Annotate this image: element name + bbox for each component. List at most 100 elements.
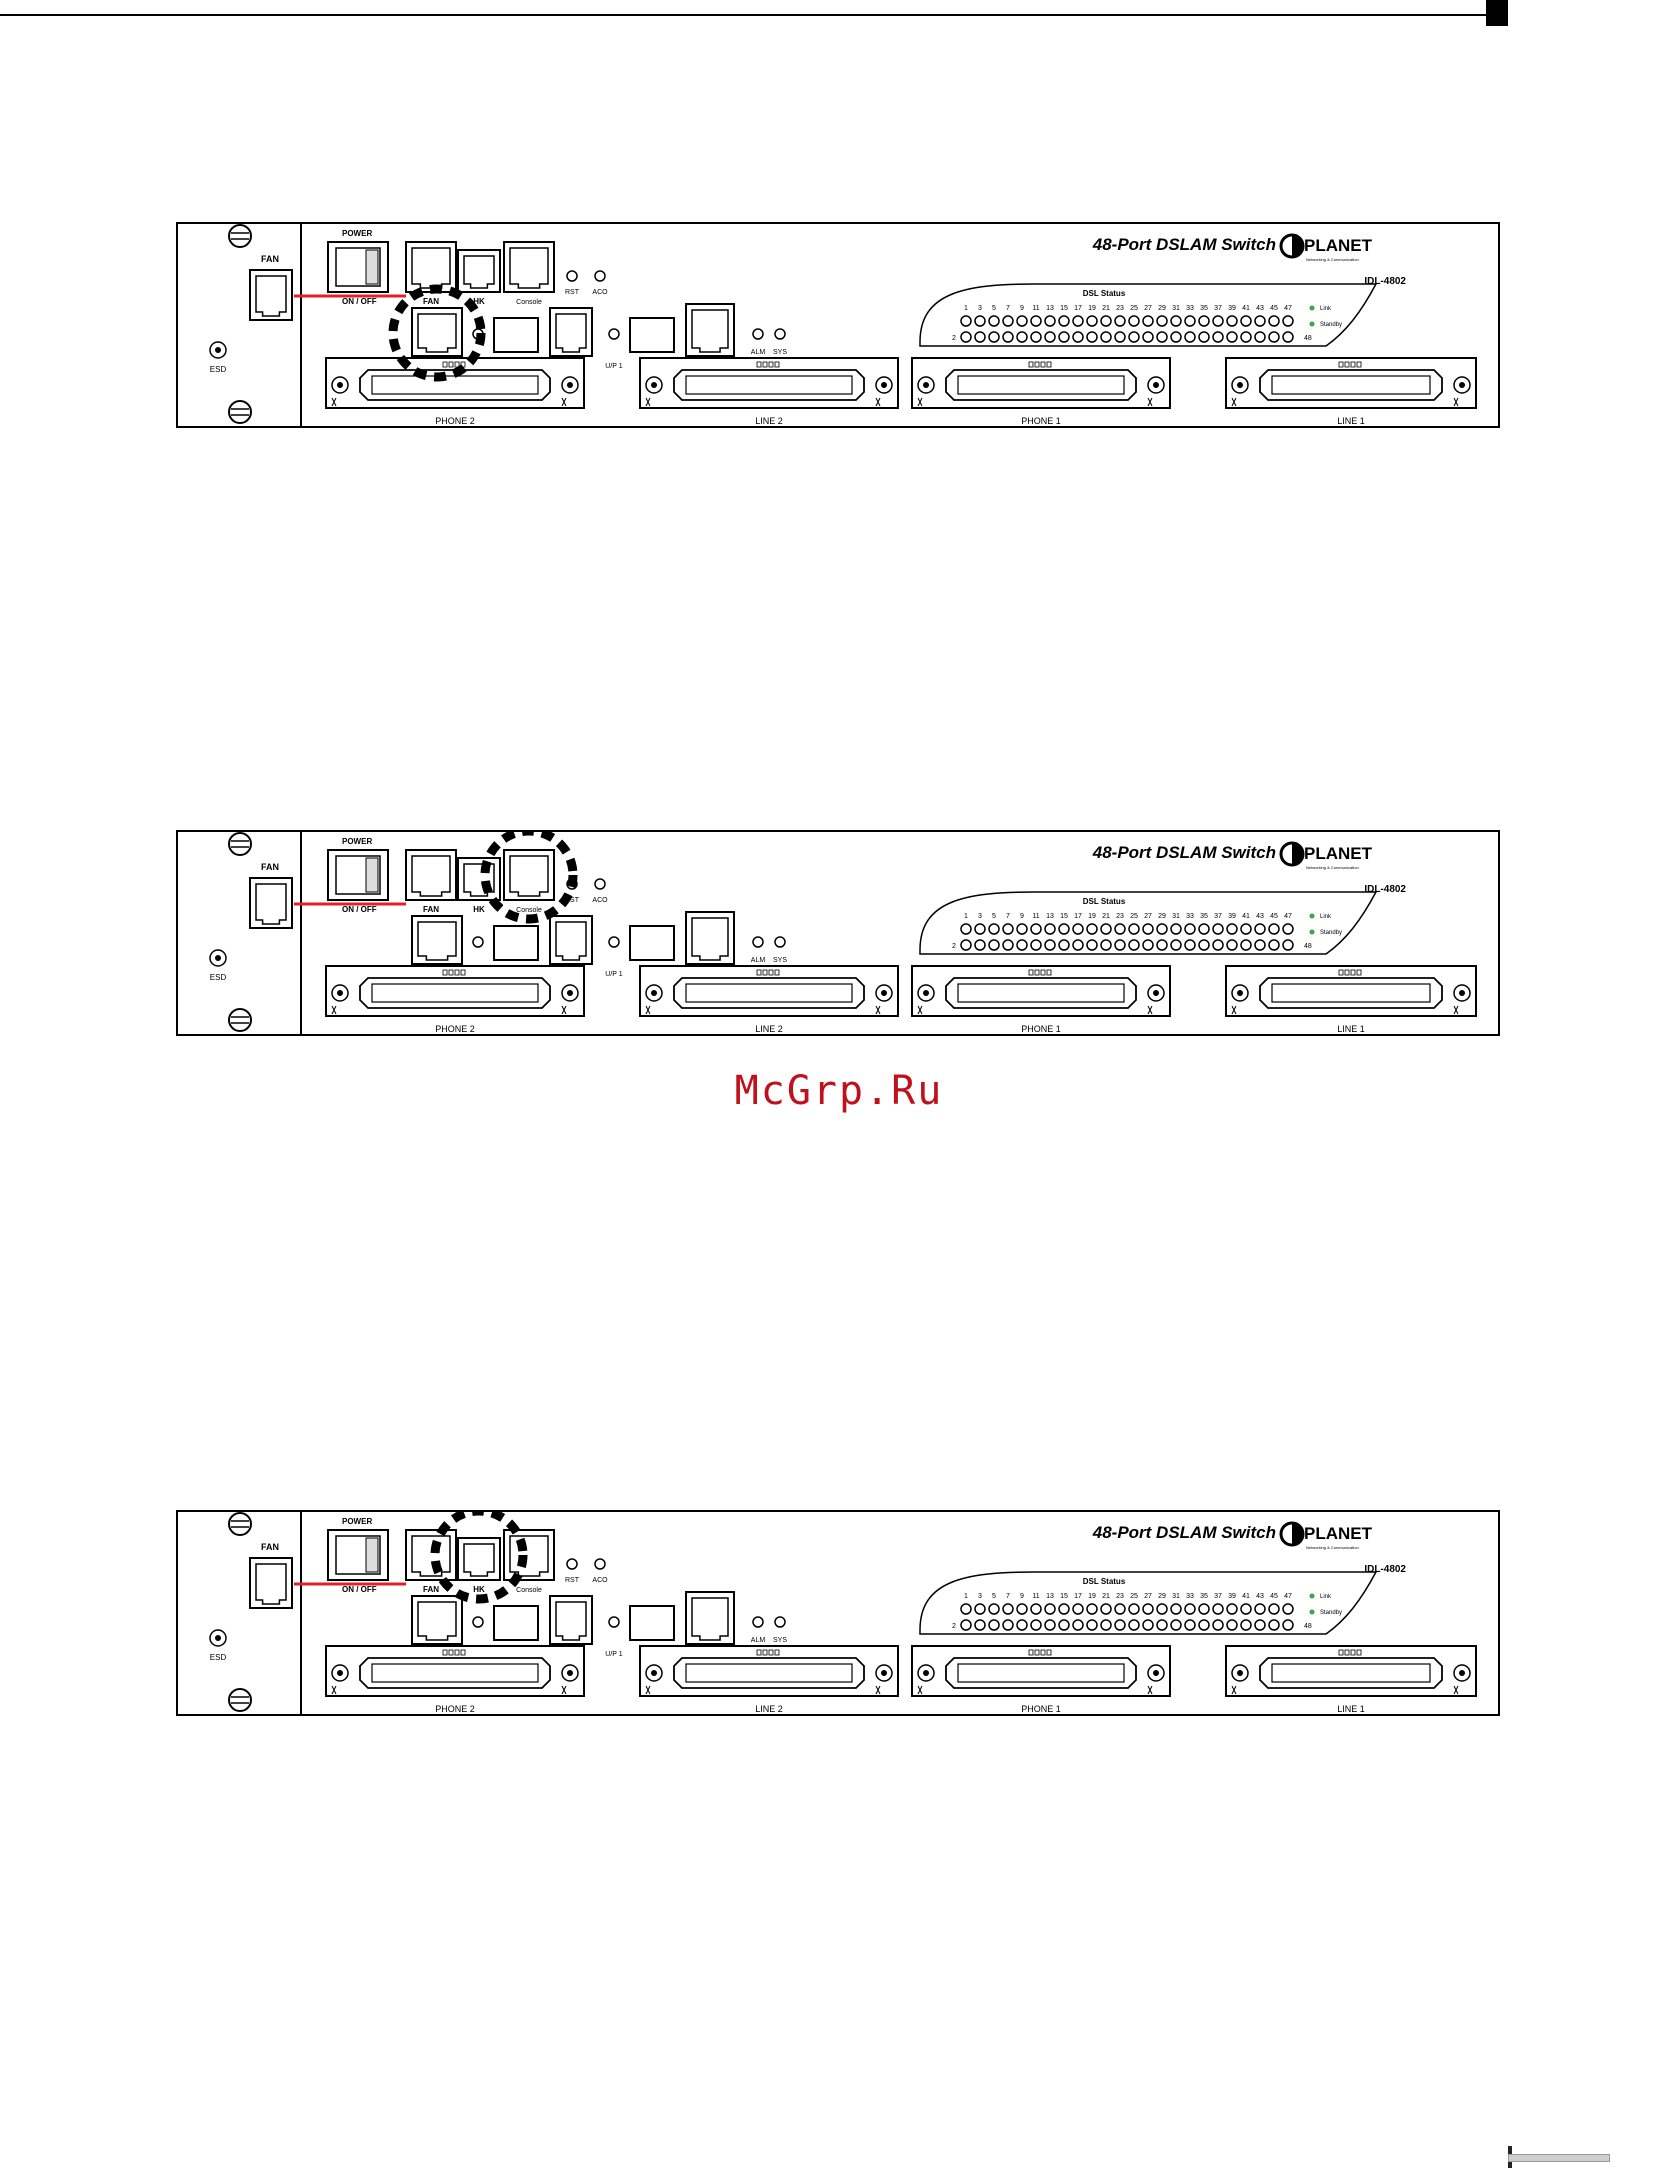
connector-label: LINE 1 (1337, 416, 1365, 426)
dsl-led-even-icon (1156, 1619, 1168, 1631)
dsl-status-label: DSL Status (1083, 1577, 1126, 1586)
dsl-led-even-icon (1030, 939, 1042, 951)
line2-connector: LINE 2 (639, 357, 899, 426)
dsl-port-number: 15 (1060, 1593, 1068, 1600)
dsl-led-even-icon (1170, 331, 1182, 343)
model-number: IDL-4802 (1364, 1564, 1406, 1575)
link-label: Link (1320, 1594, 1332, 1600)
dsl-led-odd-icon (1240, 923, 1252, 935)
dsl-led-odd-icon (1226, 1603, 1238, 1615)
link-led-icon (1309, 1593, 1315, 1599)
line1-connector: LINE 1 (1225, 357, 1477, 426)
brand-tagline: Networking & Communication (1306, 865, 1359, 870)
dsl-led-even-icon (1058, 331, 1070, 343)
dsl-led-odd-icon (988, 923, 1000, 935)
dsl-led-even-icon (1212, 939, 1224, 951)
device-title: 48-Port DSLAM Switch (1092, 843, 1276, 862)
dsl-led-even-icon (1114, 331, 1126, 343)
dsl-led-even-icon (1072, 1619, 1084, 1631)
dsl-led-even-icon (974, 331, 986, 343)
power-switch (327, 1529, 389, 1581)
dsl-port-number: 9 (1020, 1593, 1024, 1600)
sys-led-icon (774, 328, 786, 340)
up1-label: U/P 1 (605, 971, 622, 978)
connector-label: PHONE 1 (1021, 416, 1061, 426)
dsl-port-number: 27 (1144, 305, 1152, 312)
dsl-row-start: 2 (952, 335, 956, 342)
dsl-led-even-icon (1142, 331, 1154, 343)
esd-label: ESD (210, 973, 227, 982)
brand-name: PLANET (1304, 1524, 1373, 1543)
dsl-led-even-icon (988, 1619, 1000, 1631)
dsl-port-number: 11 (1032, 913, 1039, 920)
up1-label: U/P 1 (605, 1651, 622, 1658)
console-label: Console (516, 1587, 542, 1594)
dsl-led-even-icon (1184, 331, 1196, 343)
dsl-led-odd-icon (1254, 315, 1266, 327)
dsl-led-even-icon (1072, 939, 1084, 951)
planet-logo-icon (1279, 1521, 1305, 1547)
dsl-led-even-icon (1044, 1619, 1056, 1631)
dsl-port-number: 31 (1172, 913, 1180, 920)
rst-label: RST (565, 1577, 580, 1584)
alm-label: ALM (751, 349, 766, 356)
dsl-led-even-icon (1268, 1619, 1280, 1631)
dsl-led-even-icon (1226, 1619, 1238, 1631)
dsl-port-number: 23 (1116, 1593, 1124, 1600)
dsl-led-odd-icon (1184, 315, 1196, 327)
link-led-icon (1309, 305, 1315, 311)
dsl-port-number: 23 (1116, 913, 1124, 920)
mgmt-port (411, 307, 463, 357)
dsl-led-odd-icon (974, 1603, 986, 1615)
console-port (503, 849, 555, 901)
dsl-port-number: 1 (964, 305, 968, 312)
dsl-led-even-icon (1212, 331, 1224, 343)
rack-screw-icon (228, 400, 252, 424)
dsl-led-odd-icon (1100, 315, 1112, 327)
dsl-led-odd-icon (1184, 1603, 1196, 1615)
dsl-led-odd-icon (1058, 1603, 1070, 1615)
dsl-port-number: 39 (1228, 1593, 1236, 1600)
uplink1-port (685, 303, 735, 357)
dsl-port-number: 35 (1200, 1593, 1208, 1600)
dsl-led-odd-icon (1184, 923, 1196, 935)
connector-label: LINE 2 (755, 1024, 783, 1034)
dsl-port-number: 5 (992, 305, 996, 312)
dsl-led-even-icon (960, 939, 972, 951)
dsl-port-number: 31 (1172, 1593, 1180, 1600)
fan-port-icon (249, 877, 293, 929)
dsl-led-odd-icon (960, 315, 972, 327)
power-switch (327, 849, 389, 901)
dsl-led-odd-icon (1226, 315, 1238, 327)
power-switch (327, 241, 389, 293)
dsl-port-number: 33 (1186, 913, 1194, 920)
dsl-led-odd-icon (1114, 315, 1126, 327)
alm-led-icon (752, 1616, 764, 1628)
connector-label: LINE 1 (1337, 1704, 1365, 1714)
dsl-port-number: 43 (1256, 913, 1264, 920)
dsl-led-even-icon (1198, 1619, 1210, 1631)
brand-tagline: Networking & Communication (1306, 1545, 1359, 1550)
dsl-port-number: 13 (1046, 1593, 1054, 1600)
dsl-led-even-icon (1268, 331, 1280, 343)
dsl-led-odd-icon (1058, 923, 1070, 935)
dsl-port-number: 19 (1088, 913, 1096, 920)
power-label: POWER (342, 837, 372, 846)
dsl-led-even-icon (1086, 1619, 1098, 1631)
connector-label: PHONE 1 (1021, 1024, 1061, 1034)
dsl-led-odd-icon (1142, 315, 1154, 327)
sfp1-slot (629, 925, 675, 961)
dsl-port-number: 43 (1256, 305, 1264, 312)
sfp1-slot (629, 317, 675, 353)
dsl-led-even-icon (1100, 939, 1112, 951)
dsl-led-odd-icon (1226, 923, 1238, 935)
device-title: 48-Port DSLAM Switch (1092, 235, 1276, 254)
dsl-led-even-icon (1114, 939, 1126, 951)
header-rule (0, 14, 1490, 16)
